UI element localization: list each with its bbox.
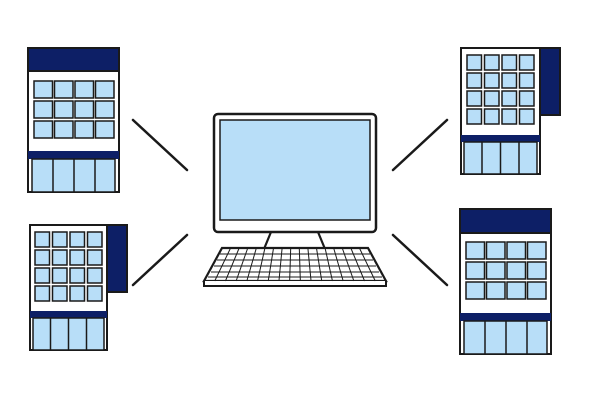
building-window <box>518 90 535 107</box>
window-grid <box>33 80 115 139</box>
window-grid <box>34 231 103 302</box>
building-window <box>526 241 547 260</box>
keyboard-keys <box>214 247 376 282</box>
building-window <box>466 72 483 89</box>
building-window <box>518 108 535 125</box>
keyboard-key-divider <box>214 247 232 282</box>
keyboard-key-divider <box>324 247 333 282</box>
building-window <box>69 231 86 248</box>
keyboard-key-divider <box>224 247 240 282</box>
building-window <box>34 249 51 266</box>
desktop-computer-icon <box>202 112 388 287</box>
building-window <box>485 261 506 280</box>
keyboard-key-divider <box>315 247 323 282</box>
building-window <box>34 285 51 302</box>
monitor-icon <box>212 112 378 250</box>
building-window <box>51 231 68 248</box>
building-window <box>506 281 527 300</box>
building-window <box>501 72 518 89</box>
building-window <box>483 54 500 71</box>
connection-line-top-right <box>391 118 449 172</box>
building-window <box>53 80 74 99</box>
building-window <box>501 90 518 107</box>
keyboard-key-divider <box>341 247 355 282</box>
building-window <box>74 80 95 99</box>
building-window <box>483 72 500 89</box>
building-window <box>526 261 547 280</box>
window-grid <box>465 241 547 300</box>
keyboard-key-divider <box>278 247 283 282</box>
building-window <box>51 267 68 284</box>
keyboard-key-divider <box>289 247 292 282</box>
building-window <box>501 108 518 125</box>
building-window <box>53 120 74 139</box>
building-window <box>465 241 486 260</box>
connection-lines <box>131 118 449 287</box>
building-window <box>466 54 483 71</box>
office-building-icon-bottom-right <box>459 208 552 355</box>
building-window <box>51 285 68 302</box>
building-window <box>94 100 115 119</box>
building-window <box>86 267 103 284</box>
building-window <box>485 281 506 300</box>
building-window <box>506 241 527 260</box>
connection-line-bottom-left <box>131 233 189 287</box>
building-window <box>33 100 54 119</box>
building-window <box>506 261 527 280</box>
building-window <box>86 231 103 248</box>
building-window <box>518 72 535 89</box>
building-window <box>86 249 103 266</box>
keyboard-key-divider <box>257 247 266 282</box>
building-window <box>33 120 54 139</box>
keyboard-key-divider <box>246 247 257 282</box>
building-window <box>51 249 68 266</box>
building-window <box>74 100 95 119</box>
building-window <box>34 267 51 284</box>
keyboard-key-divider <box>333 247 344 282</box>
building-window <box>526 281 547 300</box>
building-window <box>33 80 54 99</box>
building-window <box>94 120 115 139</box>
building-window <box>518 54 535 71</box>
building-window <box>94 80 115 99</box>
building-window <box>53 100 74 119</box>
building-window <box>465 281 486 300</box>
building-window <box>69 267 86 284</box>
keyboard-key-divider <box>298 247 301 282</box>
building-window <box>485 241 506 260</box>
building-window <box>465 261 486 280</box>
connection-line-top-left <box>131 118 189 172</box>
keyboard-key-divider <box>358 247 376 282</box>
connection-line-bottom-right <box>391 233 449 287</box>
building-window <box>483 108 500 125</box>
building-window <box>466 108 483 125</box>
keyboard-key-divider <box>307 247 312 282</box>
keyboard-key-divider <box>267 247 275 282</box>
keyboard-key-divider <box>235 247 249 282</box>
building-window <box>34 231 51 248</box>
office-building-icon-top-left <box>27 47 120 193</box>
keyboard-icon <box>202 246 388 287</box>
building-window <box>466 90 483 107</box>
building-window <box>69 249 86 266</box>
building-window <box>74 120 95 139</box>
building-window <box>501 54 518 71</box>
building-window <box>483 90 500 107</box>
office-building-icon-bottom-left <box>29 224 128 351</box>
office-building-icon-top-right <box>460 47 561 175</box>
building-window <box>86 285 103 302</box>
building-window <box>69 285 86 302</box>
keyboard-key-divider <box>350 247 366 282</box>
window-grid <box>466 54 535 125</box>
